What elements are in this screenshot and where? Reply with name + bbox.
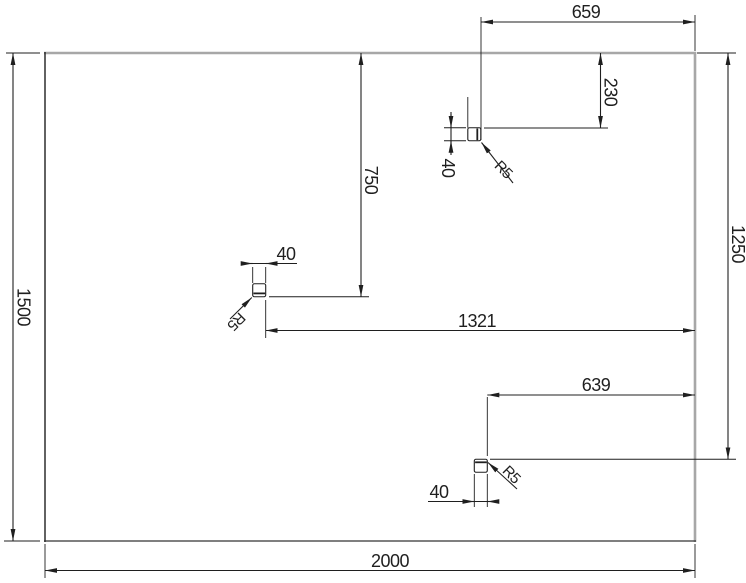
feature-top-square: [467, 97, 482, 142]
dim-1250: 1250: [490, 52, 746, 460]
dim-750-label: 750: [361, 166, 381, 195]
dim-1500-label: 1500: [14, 288, 34, 327]
dim-40-bot: 40: [428, 474, 500, 507]
plate-outline: [44, 51, 697, 542]
top-square-hole: [467, 127, 482, 142]
dim-40-top: 40: [438, 112, 466, 178]
dim-659: 659: [480, 2, 696, 140]
dim-639-label: 639: [582, 375, 611, 395]
dim-1250-label: 1250: [728, 225, 746, 264]
dim-659-label: 659: [572, 2, 601, 22]
r5-top-label: R5: [491, 157, 516, 182]
r5-bot-label: R5: [499, 462, 524, 487]
dim-230: 230: [484, 53, 621, 129]
radius-callout-middle: R5: [224, 297, 253, 334]
dim-2000: 2000: [44, 544, 696, 578]
dim-40-mid: 40: [240, 244, 297, 283]
radius-callout-bottom: R5: [487, 462, 524, 490]
dim-40-mid-label: 40: [276, 244, 296, 264]
middle-square-hole: [252, 283, 267, 298]
feature-bottom-square: [473, 458, 488, 473]
dim-639: 639: [486, 375, 695, 456]
r5-top-leader: [481, 142, 514, 184]
r5-mid-label: R5: [224, 309, 249, 334]
dim-230-label: 230: [601, 78, 621, 107]
r5-mid-leader: [229, 297, 253, 320]
dim-750: 750: [269, 53, 381, 298]
dim-40-top-label: 40: [438, 158, 458, 178]
bottom-square-hole: [473, 458, 488, 473]
dim-1321: 1321: [265, 300, 695, 338]
r5-bot-leader: [487, 462, 518, 490]
radius-callout-top: R5: [481, 142, 516, 184]
dim-40-bot-label: 40: [429, 482, 449, 502]
feature-middle-square: [252, 283, 267, 298]
dim-1500: 1500: [4, 52, 40, 542]
dim-2000-label: 2000: [371, 551, 410, 571]
dim-1321-label: 1321: [458, 311, 497, 331]
